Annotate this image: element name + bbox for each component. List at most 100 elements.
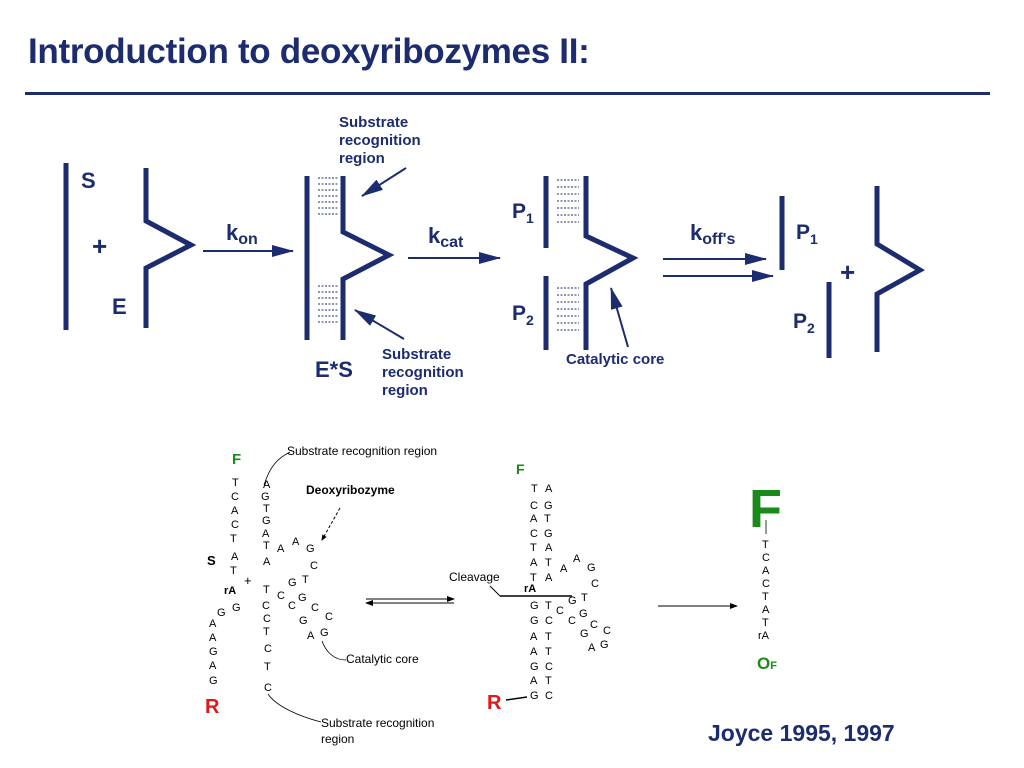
fluorophore-label: F <box>232 451 241 468</box>
nucleotide: G <box>530 615 539 627</box>
catalytic-core-label: Catalytic core <box>566 351 664 368</box>
enzyme-label: E <box>112 294 127 319</box>
nucleotide: G <box>530 661 539 673</box>
nucleotide: G <box>530 600 539 612</box>
koff-label: koff's <box>690 220 735 248</box>
nucleotide: G <box>209 675 218 687</box>
nucleotide: G <box>530 690 539 702</box>
plus-sign-2: + <box>840 257 855 287</box>
es-enzyme-shape <box>340 176 395 340</box>
quencher-label-2: R <box>487 692 502 714</box>
nucleotide: G <box>299 615 308 627</box>
nucleotide: C <box>590 619 598 631</box>
nucleotide: C <box>262 600 270 612</box>
nucleotide: A <box>530 646 538 658</box>
nucleotide: G <box>262 515 271 527</box>
nucleotide: T <box>230 565 237 577</box>
nucleotide: G <box>568 595 577 607</box>
quencher-label: R <box>205 696 220 718</box>
nucleotide: C <box>545 615 553 627</box>
nucleotide: A <box>209 632 217 644</box>
nucleotide: T <box>545 675 552 687</box>
nucleotide: T <box>530 572 537 584</box>
product-p2-label: P2 <box>512 302 534 328</box>
nucleotide: T <box>544 513 551 525</box>
product-nucleotide: C <box>762 578 770 590</box>
nucleotide: C <box>311 602 319 614</box>
nucleotide: A <box>588 642 596 654</box>
nucleotide: T <box>263 540 270 552</box>
ribo-A-label: rA <box>224 585 236 597</box>
nucleotide: A <box>231 551 239 563</box>
product-nucleotide: T <box>762 539 769 551</box>
nucleotide: G <box>288 577 297 589</box>
nucleotide: T <box>545 557 552 569</box>
deoxyribozyme-pointer <box>321 507 341 541</box>
nucleotide: G <box>232 602 241 614</box>
nucleotide: A <box>530 675 538 687</box>
deoxyribozyme-label: Deoxyribozyme <box>306 483 395 497</box>
enzyme-shape <box>143 168 197 328</box>
ribo-A-label-2: rA <box>524 583 536 595</box>
nucleotide: T <box>545 646 552 658</box>
nucleotide: A <box>307 630 315 642</box>
released-p2-label: P2 <box>793 310 815 336</box>
kon-label: kon <box>226 220 258 248</box>
nucleotide: A <box>262 528 270 540</box>
nucleotide: A <box>209 618 217 630</box>
nucleotide: A <box>231 505 239 517</box>
nucleotide: C <box>545 690 553 702</box>
released-p1-label: P1 <box>796 221 818 247</box>
nucleotide: G <box>320 627 329 639</box>
nucleotide: C <box>545 661 553 673</box>
substrate-S-label: S <box>207 553 216 568</box>
slide-title: Introduction to deoxyribozymes II: <box>28 32 590 71</box>
nucleotide: G <box>579 608 588 620</box>
nucleotide: C <box>264 643 272 655</box>
es-complex-label: E*S <box>315 357 353 382</box>
substrate-region-bottom-pointer <box>354 309 405 340</box>
substrate-region-label-top: Substrate recognition region <box>339 114 425 167</box>
nucleotide: A <box>573 553 581 565</box>
substrate-region-leader-1 <box>263 451 291 486</box>
nucleotide: C <box>263 613 271 625</box>
nucleotide: G <box>587 562 596 574</box>
nucleotide: C <box>568 615 576 627</box>
complex-structure: F R S rA + Substrate recognition region … <box>205 444 437 746</box>
quencher-link <box>505 696 528 701</box>
nucleotide: G <box>580 628 589 640</box>
product-O-label: OF <box>757 654 777 673</box>
complex-plus: + <box>244 573 252 588</box>
free-enzyme-shape <box>874 186 925 352</box>
nucleotide: C <box>231 491 239 503</box>
nucleotide: G <box>209 646 218 658</box>
nucleotide: T <box>545 600 552 612</box>
es-top-pairing <box>318 177 338 215</box>
nucleotide: A <box>263 479 271 491</box>
nucleotide: T <box>263 503 270 515</box>
substrate-region-top-pointer <box>361 167 407 197</box>
nucleotide: C <box>288 600 296 612</box>
cleavage-pointer <box>489 585 501 597</box>
substrate-region-label-1: Substrate recognition region <box>287 444 437 458</box>
nucleotide: C <box>530 528 538 540</box>
catalytic-core-label-2: Catalytic core <box>346 652 419 666</box>
nucleotide: A <box>530 513 538 525</box>
nucleotide: C <box>231 519 239 531</box>
nucleotide: C <box>310 560 318 572</box>
nucleotide: A <box>277 543 285 555</box>
nucleotide: G <box>306 543 315 555</box>
nucleotide: A <box>530 631 538 643</box>
nucleotide: A <box>530 557 538 569</box>
nucleotide: T <box>263 626 270 638</box>
substrate-region-label-bottom: Substrate recognition region <box>382 346 468 399</box>
nucleotide: T <box>264 661 271 673</box>
substrate-label: S <box>81 168 96 193</box>
citation: Joyce 1995, 1997 <box>708 720 895 746</box>
product-bottom-pairing <box>557 287 579 331</box>
nucleotide: A <box>545 483 553 495</box>
nucleotide: A <box>292 536 300 548</box>
